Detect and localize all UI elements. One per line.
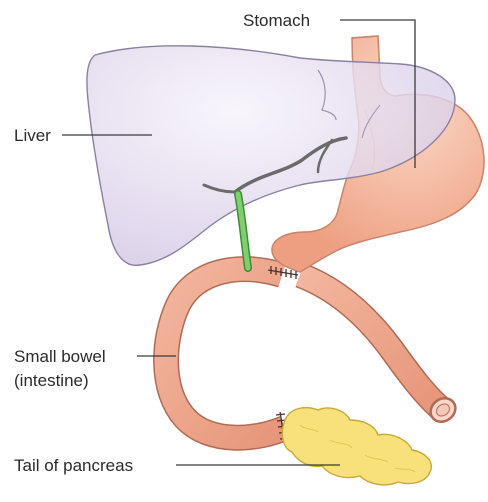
label-liver: Liver bbox=[14, 126, 51, 145]
label-small-bowel-sub: (intestine) bbox=[14, 371, 89, 390]
label-pancreas-group: Tail of pancreas bbox=[14, 456, 340, 475]
label-small-bowel-group: Small bowel (intestine) bbox=[14, 347, 176, 390]
label-stomach: Stomach bbox=[243, 11, 310, 30]
pancreas-tail bbox=[282, 408, 431, 485]
label-small-bowel: Small bowel bbox=[14, 347, 106, 366]
label-pancreas: Tail of pancreas bbox=[14, 456, 133, 475]
